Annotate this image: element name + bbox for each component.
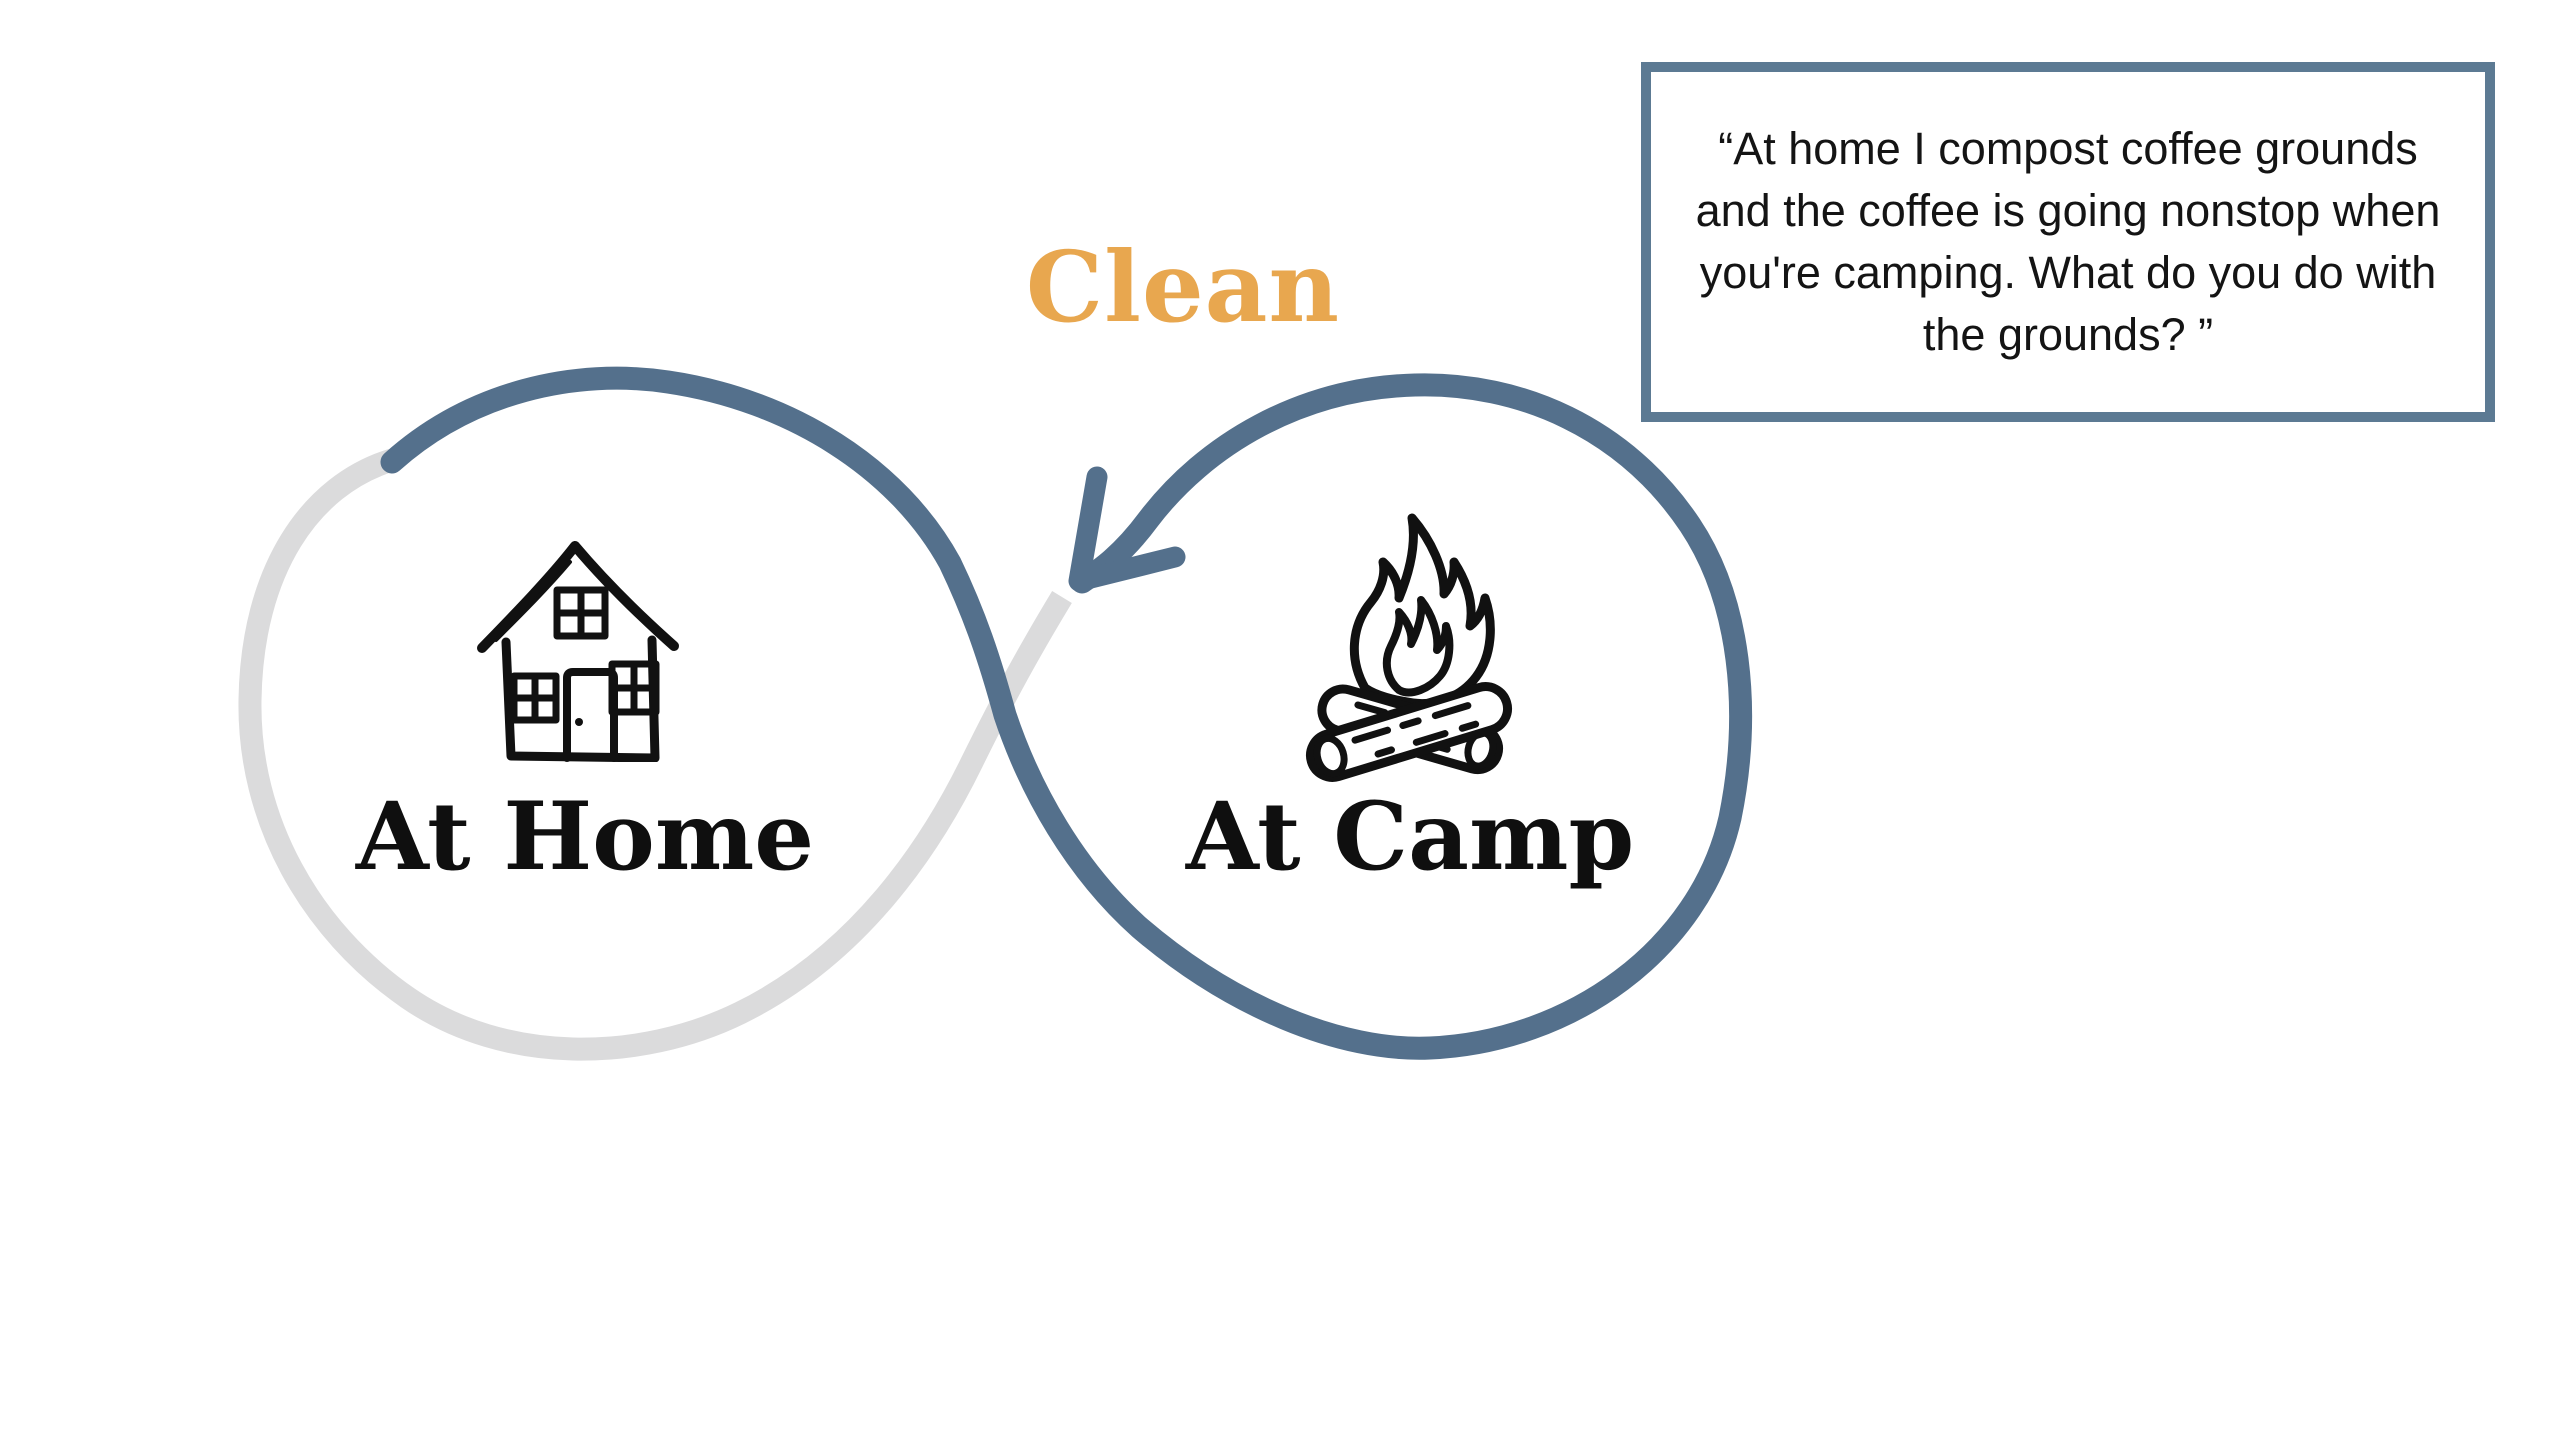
house-door — [563, 668, 618, 762]
house-gable-window — [553, 586, 609, 640]
quote-text: “At home I compost coffee grounds and th… — [1695, 122, 2441, 361]
house-left-window — [510, 672, 560, 724]
campfire-front-log — [1305, 682, 1513, 782]
campfire-flame-inner — [1382, 596, 1454, 697]
loop-inactive-segment — [238, 449, 1072, 1061]
quote-box: “At home I compost coffee grounds and th… — [1641, 62, 2495, 422]
stage-title: Clean — [1025, 230, 1341, 344]
node-label-at-camp: At Camp — [1185, 782, 1635, 892]
flow-arrowhead-icon — [1068, 466, 1186, 592]
house-roof — [477, 541, 679, 653]
house-door-knob — [575, 718, 583, 726]
campfire-icon — [1293, 492, 1525, 792]
node-label-at-home: At Home — [355, 782, 815, 892]
loop-active-segment — [380, 366, 1753, 1060]
house-roof-inner-line — [494, 560, 572, 642]
house-icon — [472, 526, 688, 762]
